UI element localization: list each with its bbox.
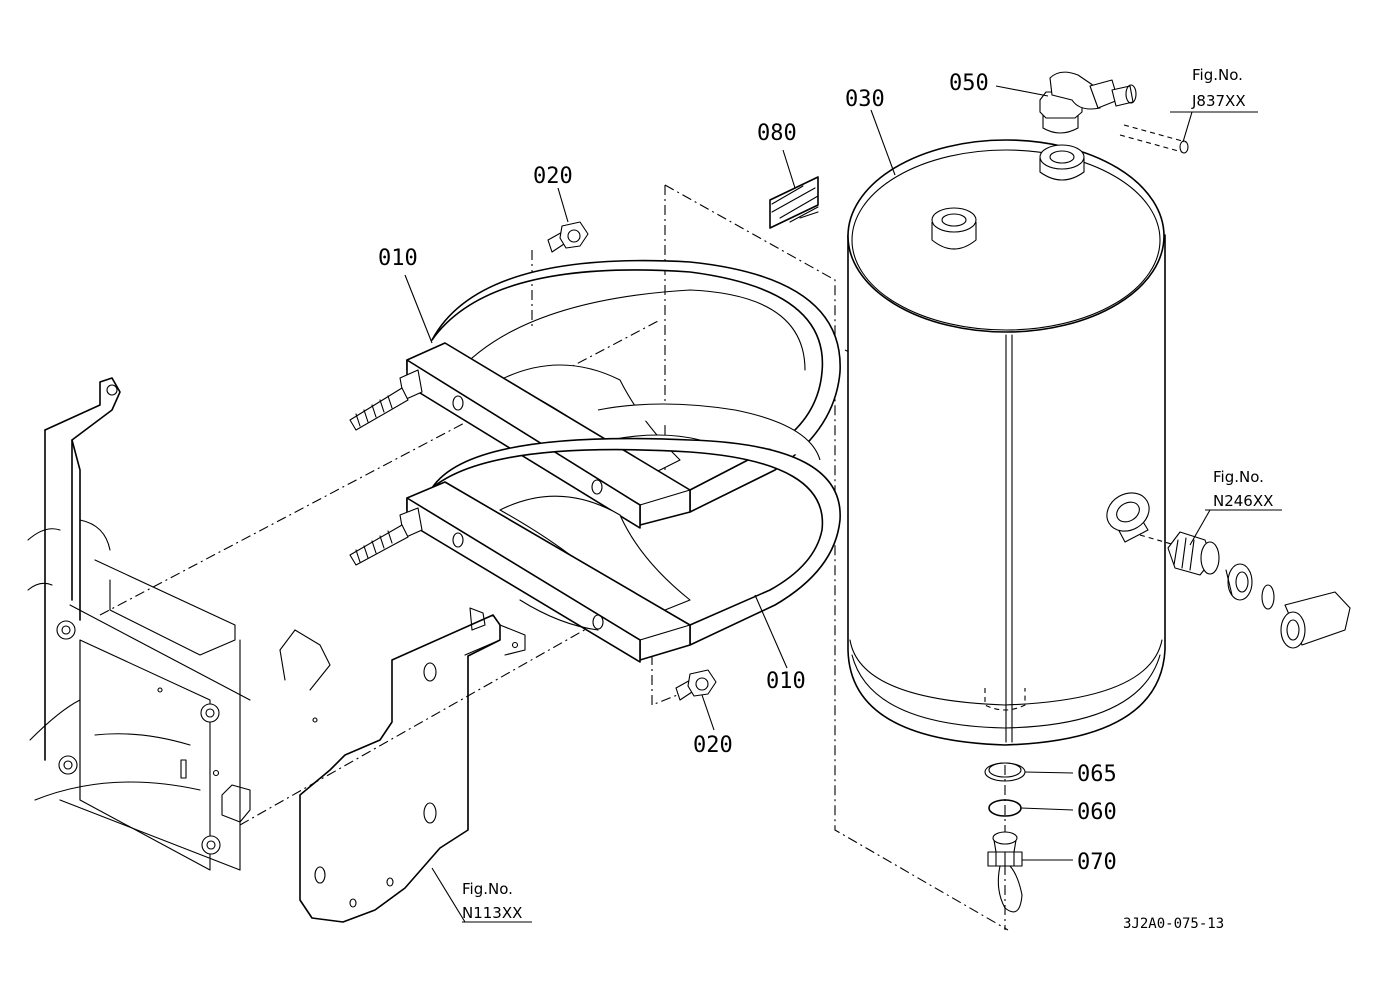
fig-ref-label: Fig.No. xyxy=(462,880,513,898)
part-label-020-top[interactable]: 020 xyxy=(533,164,573,189)
elbow-fitting xyxy=(1039,71,1137,134)
part-labels: 050 030 080 020 010 010 020 065 060 070 xyxy=(378,71,1117,875)
frame-nut xyxy=(56,620,221,855)
part-label-020-bottom[interactable]: 020 xyxy=(693,733,733,758)
fig-ref-code: N246XX xyxy=(1213,492,1273,510)
fig-ref-code: N113XX xyxy=(462,904,522,922)
part-label-065[interactable]: 065 xyxy=(1077,762,1117,787)
fig-ref-label: Fig.No. xyxy=(1213,468,1264,486)
flange-bolt-top xyxy=(547,221,589,253)
air-tank xyxy=(847,139,1166,746)
lock-nut xyxy=(1225,563,1253,601)
part-label-030[interactable]: 030 xyxy=(845,87,885,112)
caution-label xyxy=(769,176,819,229)
fig-ref-label: Fig.No. xyxy=(1192,66,1243,84)
elbow-union xyxy=(1280,591,1351,649)
fig-ref-code: J837XX xyxy=(1191,92,1246,110)
drawing-code: 3J2A0-075-13 xyxy=(1123,916,1224,932)
tank-port xyxy=(931,207,977,250)
side-fittings xyxy=(1139,531,1351,649)
chassis-frame xyxy=(27,377,331,871)
air-tube xyxy=(1119,124,1189,154)
leader-lines xyxy=(404,85,1282,923)
drain-plug-070 xyxy=(987,831,1023,913)
tank-side-port xyxy=(1106,492,1150,543)
figure-reference-n113xx[interactable]: Fig.No. N113XX xyxy=(462,880,522,922)
part-label-050[interactable]: 050 xyxy=(949,71,989,96)
flange-bolt-bottom xyxy=(675,669,717,701)
nipple-fitting xyxy=(1167,531,1220,576)
figure-reference-j837xx[interactable]: Fig.No. J837XX xyxy=(1191,66,1246,110)
part-label-070[interactable]: 070 xyxy=(1077,850,1117,875)
o-ring xyxy=(1261,584,1275,610)
lower-strap-clamp xyxy=(349,403,841,663)
upper-strap-clamp xyxy=(349,259,841,529)
part-label-010-bottom[interactable]: 010 xyxy=(766,669,806,694)
tank-port xyxy=(1039,144,1085,181)
part-label-080[interactable]: 080 xyxy=(757,121,797,146)
figure-reference-n246xx[interactable]: Fig.No. N246XX xyxy=(1213,468,1273,510)
part-label-060[interactable]: 060 xyxy=(1077,800,1117,825)
mounting-bracket xyxy=(299,607,526,923)
part-label-010-top[interactable]: 010 xyxy=(378,246,418,271)
